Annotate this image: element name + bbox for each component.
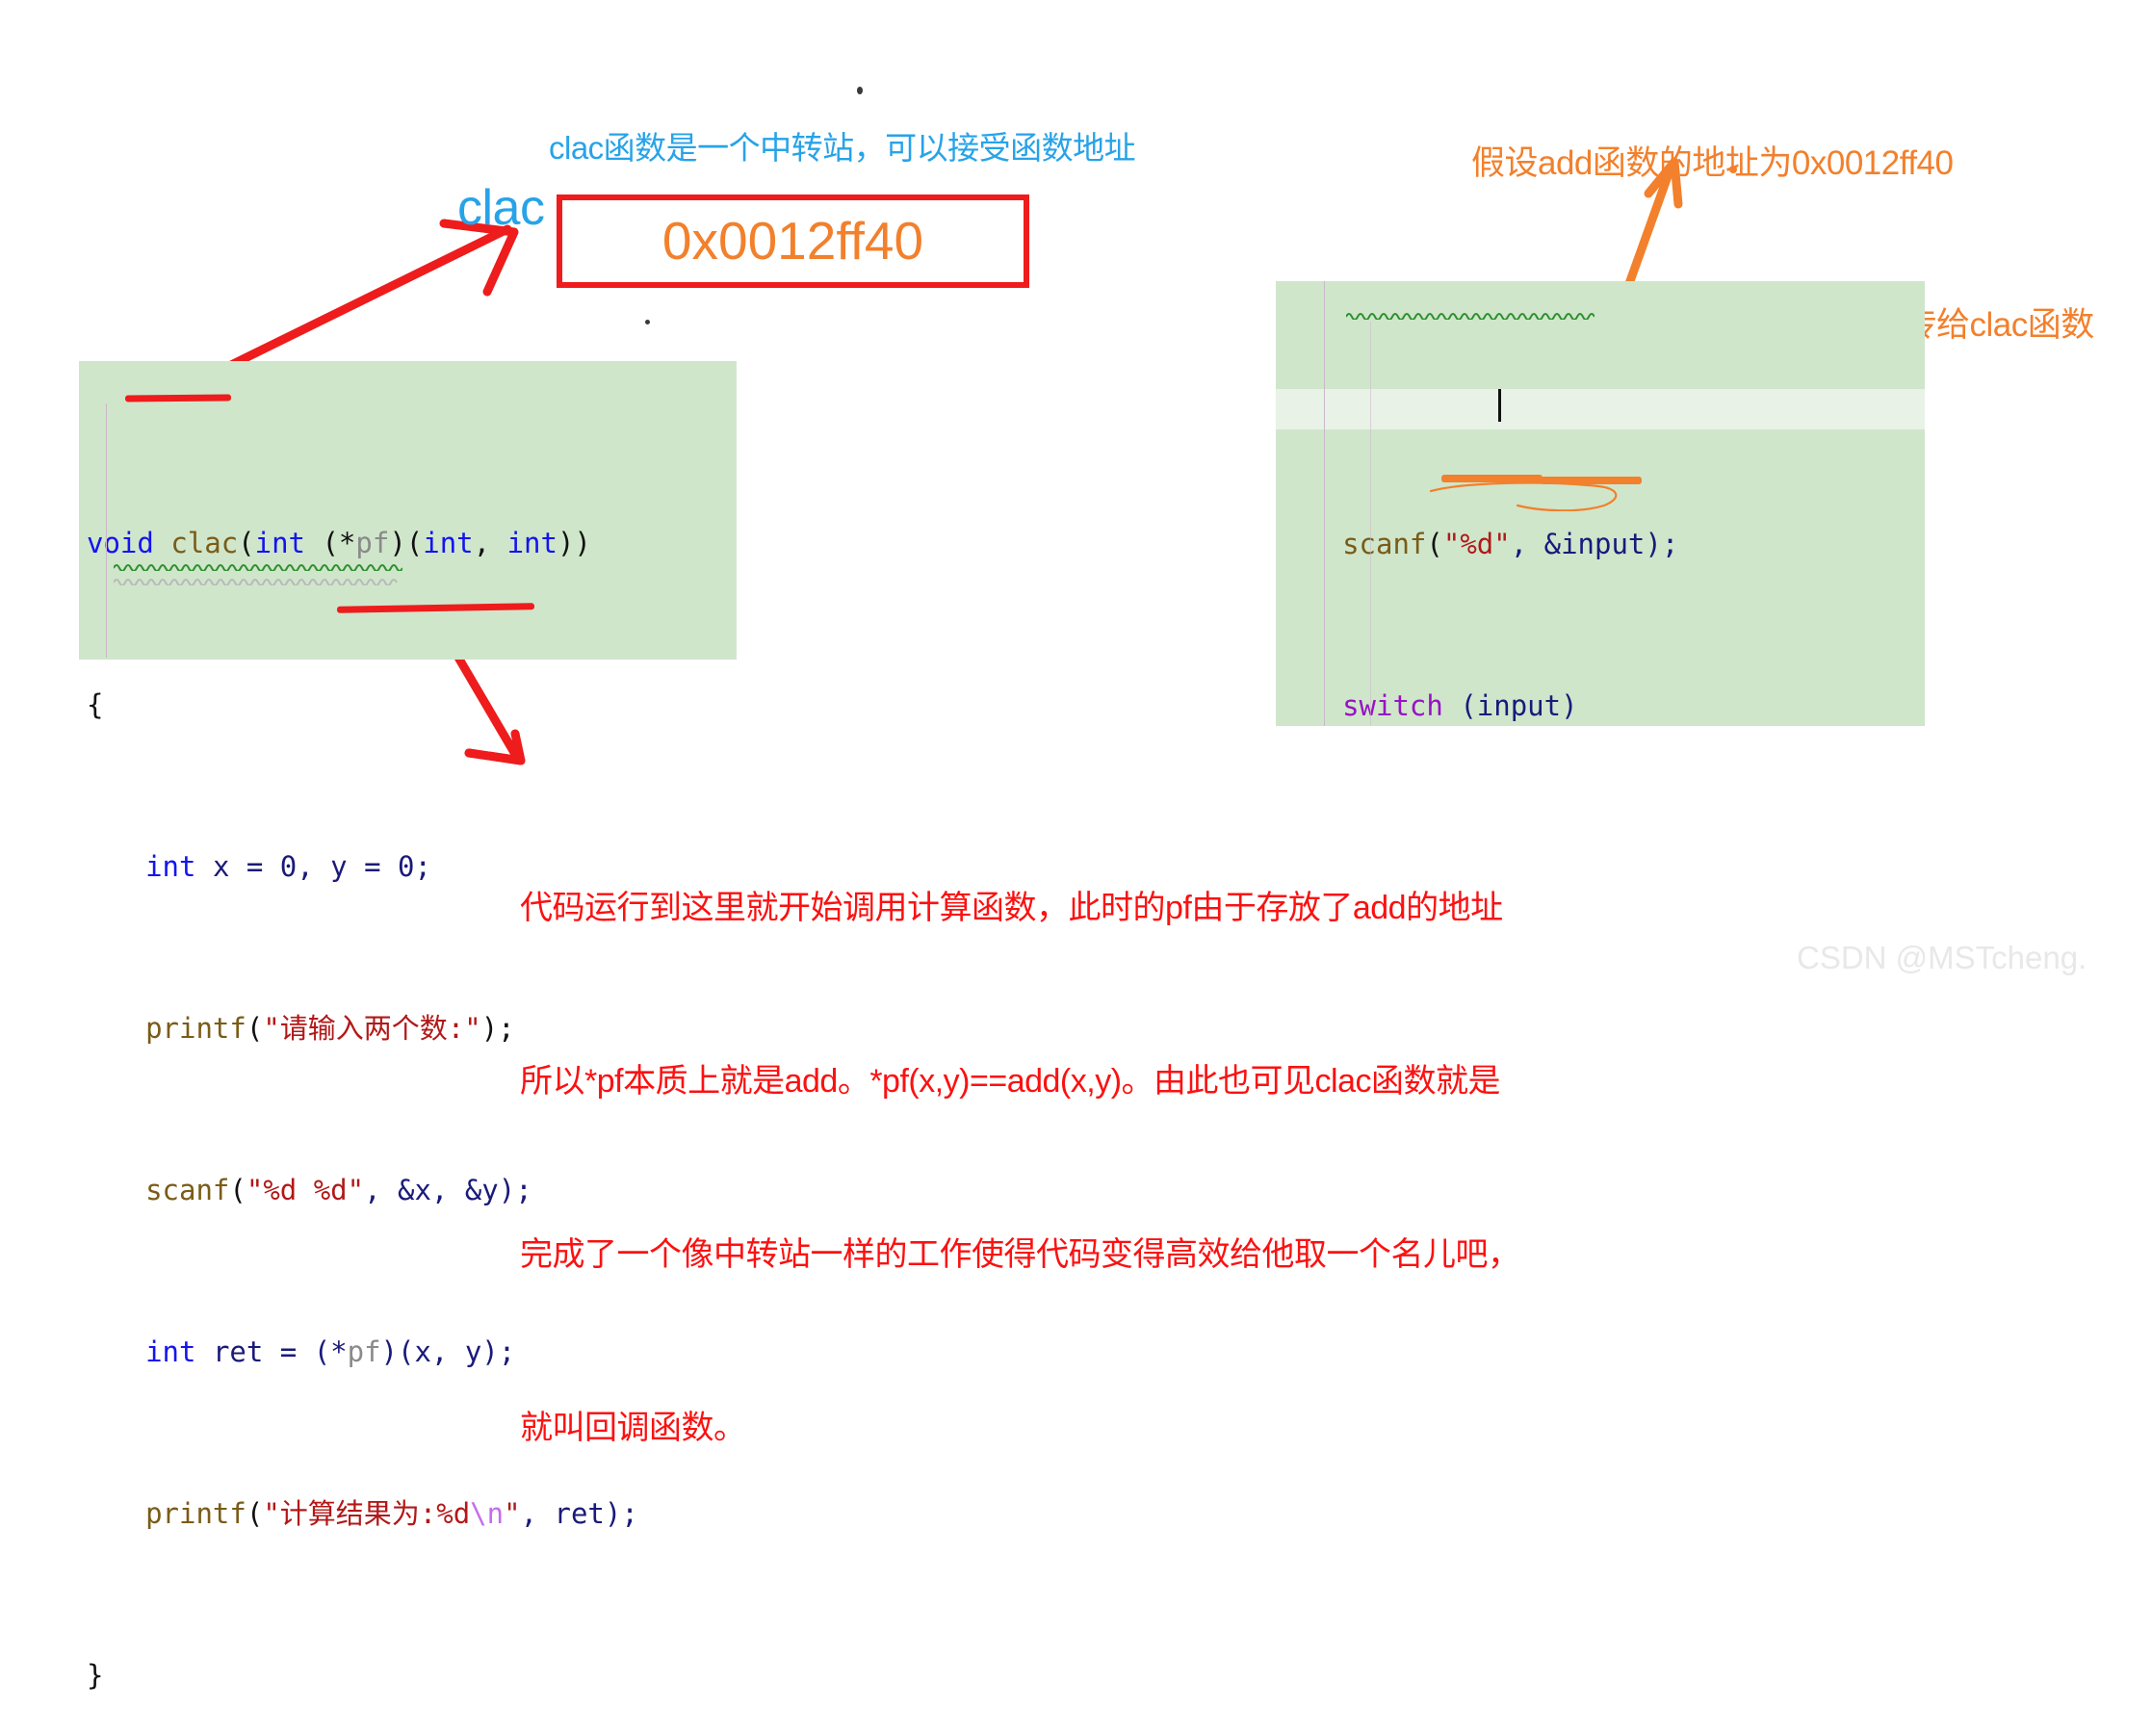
- csdn-watermark: CSDN @MSTcheng.: [1797, 940, 2087, 975]
- token-punct: (: [1426, 528, 1443, 560]
- token-keyword: int: [423, 527, 474, 559]
- token-punct: )): [557, 527, 591, 559]
- token-keyword: int: [145, 850, 196, 883]
- code-block-switch-main: scanf("%d", &input); switch (input) { ca…: [1276, 281, 1925, 726]
- token-keyword: switch: [1342, 689, 1443, 722]
- code-line: scanf("%d", &input);: [1283, 524, 1925, 564]
- code-line: void clac(int (*pf)(int, int)): [87, 523, 737, 563]
- code-line: }: [87, 1655, 737, 1696]
- orange-underline-clac-add: [1441, 475, 1543, 482]
- red-note-line-1: 代码运行到这里就开始调用计算函数，此时的pf由于存放了add的地址: [520, 890, 1503, 926]
- address-box: 0x0012ff40: [557, 194, 1029, 288]
- red-annotation-note: 代码运行到这里就开始调用计算函数，此时的pf由于存放了add的地址 所以*pf本…: [520, 764, 1520, 1515]
- token-brace: }: [87, 1659, 104, 1692]
- token-string: "%d %d": [246, 1174, 365, 1206]
- red-note-line-2: 所以*pf本质上就是add。*pf(x,y)==add(x,y)。由此也可见cl…: [520, 1063, 1500, 1100]
- scanf-squiggle-left: [114, 564, 402, 571]
- code-line: switch (input): [1283, 686, 1925, 726]
- token-punct: );: [480, 1012, 515, 1045]
- token-keyword: void: [87, 527, 154, 559]
- token-function-name: printf: [145, 1497, 246, 1530]
- token-punct: (: [246, 1012, 264, 1045]
- token-escape: \n: [470, 1497, 505, 1530]
- red-arrow-to-address-box: [219, 219, 519, 374]
- text-cursor-caret: [1498, 389, 1501, 422]
- token-string: "%d": [1442, 528, 1511, 560]
- token-function-name: clac: [170, 527, 239, 559]
- intret-squiggle-left: [114, 579, 398, 585]
- token-param: pf: [347, 1335, 381, 1368]
- token-decl: ret = (*: [195, 1335, 348, 1368]
- token-keyword: int: [254, 527, 306, 559]
- code-line: {: [87, 685, 737, 725]
- code-gutter-line: [106, 403, 107, 658]
- ink-dot-address-box: [645, 320, 650, 324]
- token-punct: ,: [473, 527, 507, 559]
- token-string: "请输入两个数:": [263, 1012, 481, 1045]
- token-brace: {: [87, 688, 104, 721]
- address-value: 0x0012ff40: [661, 211, 924, 271]
- token-punct: (: [246, 1497, 264, 1530]
- token-decl: x = 0, y = 0;: [195, 850, 431, 883]
- token-punct: (: [229, 1174, 246, 1206]
- code-gutter-line-inner: [1370, 322, 1371, 726]
- token-space: [154, 527, 170, 559]
- token-punct: (*: [305, 527, 356, 559]
- ink-dot-orange: [1729, 166, 1737, 173]
- ink-dot-blue-note: [857, 87, 863, 94]
- token-string: "计算结果为:%d: [263, 1497, 471, 1530]
- token-function-name: scanf: [1342, 528, 1427, 560]
- code-block-clac-function: void clac(int (*pf)(int, int)) { int x =…: [79, 361, 737, 1692]
- code-line: int x = 0, y = 0;: [87, 846, 737, 887]
- token-punct: (: [238, 527, 255, 559]
- blue-annotation-note: clac函数是一个中转站，可以接受函数地址: [549, 130, 1136, 166]
- token-args: , &input);: [1510, 528, 1679, 560]
- token-string: ": [504, 1497, 521, 1530]
- orange-underline-clac-add-2: [1541, 477, 1642, 484]
- orange-scribble-break: [1429, 481, 1618, 511]
- red-note-line-4: 就叫回调函数。: [520, 1410, 746, 1446]
- token-param: pf: [355, 527, 390, 559]
- code-current-line-highlight: [1276, 389, 1925, 429]
- token-function-name: scanf: [145, 1174, 230, 1206]
- token-keyword: int: [506, 527, 557, 559]
- clac-label: clac: [457, 180, 545, 236]
- red-note-line-3: 完成了一个像中转站一样的工作使得代码变得高效给他取一个名儿吧，: [520, 1236, 1520, 1273]
- token-args: , &x, &y);: [364, 1174, 532, 1206]
- scanf-squiggle-right: [1346, 313, 1595, 320]
- token-keyword: int: [145, 1335, 196, 1368]
- token-expr: (input): [1442, 689, 1578, 722]
- token-punct: )(: [389, 527, 424, 559]
- token-function-name: printf: [145, 1012, 246, 1045]
- code-gutter-line: [1324, 281, 1325, 726]
- token-args: )(x, y);: [380, 1335, 516, 1368]
- red-underline-clac: [124, 394, 232, 402]
- orange-note-line-1: 假设add函数的地址为0x0012ff40: [1471, 144, 1954, 182]
